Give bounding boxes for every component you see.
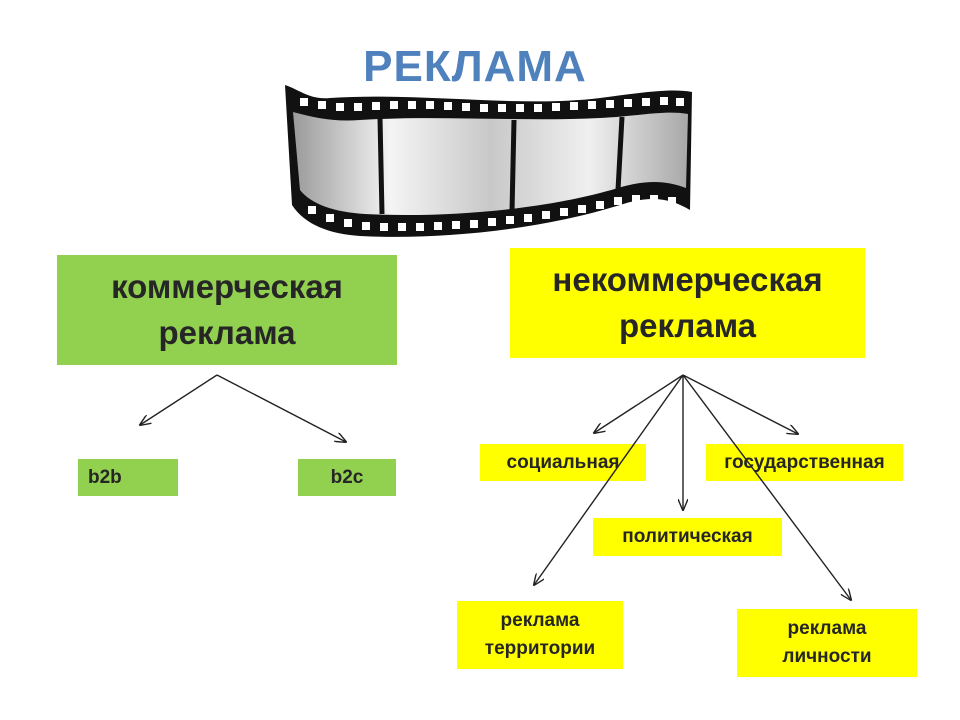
territory-ad-box: реклама территории bbox=[457, 601, 623, 669]
noncommercial-ad-label: некоммерческая реклама bbox=[552, 261, 823, 344]
b2c-label: b2c bbox=[330, 466, 364, 488]
page-title: РЕКЛАМА bbox=[363, 42, 587, 91]
territory-ad-label: реклама территории bbox=[484, 610, 596, 659]
state-ad-label: государственная bbox=[724, 451, 885, 473]
arrow-to-b2c bbox=[216, 374, 346, 442]
personality-ad-box: реклама личности bbox=[737, 609, 917, 677]
arrow-to-state bbox=[682, 374, 798, 434]
commercial-ad-box: коммерческая реклама bbox=[57, 255, 397, 365]
b2b-box: b2b bbox=[78, 459, 178, 496]
political-ad-label: политическая bbox=[622, 526, 753, 547]
arrow-to-territory bbox=[534, 374, 684, 585]
b2c-box: b2c bbox=[298, 459, 396, 496]
b2b-label: b2b bbox=[88, 466, 122, 488]
arrow-to-personality bbox=[682, 374, 851, 600]
arrow-to-social bbox=[594, 374, 684, 433]
state-ad-box: государственная bbox=[706, 444, 903, 481]
personality-ad-label: реклама личности bbox=[782, 618, 872, 667]
social-ad-label: социальная bbox=[506, 451, 620, 473]
arrow-to-b2b bbox=[140, 374, 218, 425]
commercial-ad-label: коммерческая реклама bbox=[111, 268, 343, 351]
noncommercial-ad-box: некоммерческая реклама bbox=[510, 248, 865, 358]
political-ad-box: политическая bbox=[593, 518, 782, 556]
social-ad-box: социальная bbox=[480, 444, 646, 481]
